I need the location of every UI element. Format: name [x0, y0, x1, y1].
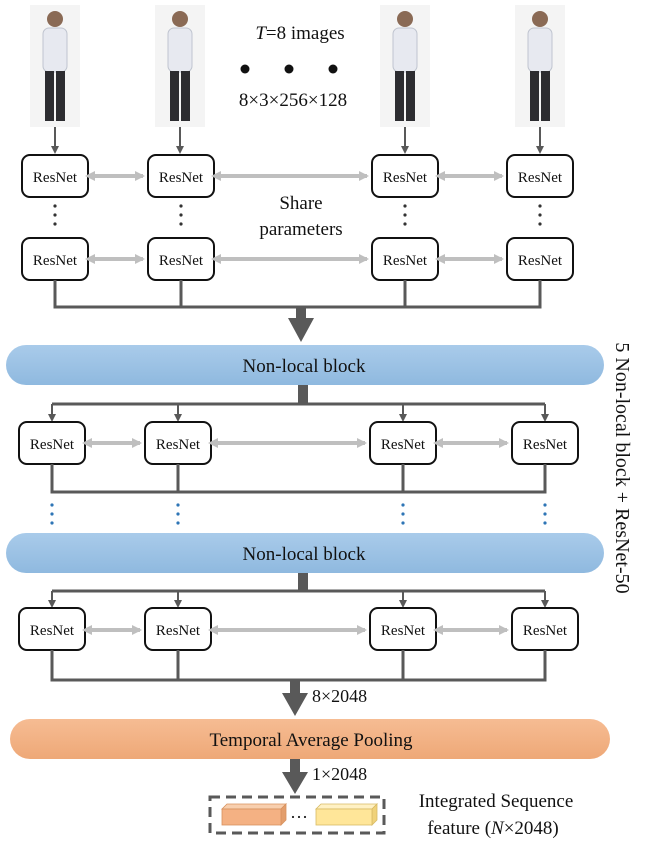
nonlocal-block-2: [6, 533, 604, 573]
nonlocal-label: Non-local block: [243, 544, 366, 565]
output-caption-line2: feature (N×2048): [427, 818, 559, 839]
pooling-label: Temporal Average Pooling: [209, 730, 413, 751]
merge-connector-2: [50, 464, 547, 494]
side-label: 5 Non-local block + ResNet-50: [611, 342, 633, 593]
resnet-label: ResNet: [518, 253, 563, 269]
output-feature: ···: [208, 795, 386, 835]
resnet-row-1: ResNet ResNet ResNet ResNet: [21, 154, 574, 198]
resnet-label: ResNet: [30, 437, 75, 453]
feature-cube-orange: [221, 803, 287, 826]
post-pool-dims: 1×2048: [312, 764, 367, 784]
ellipsis-dots: [240, 64, 338, 74]
feature-ellipsis: ···: [290, 807, 308, 827]
nonlocal-stem: [298, 573, 308, 591]
pre-pool-dims: 8×2048: [312, 686, 367, 706]
resnet-label: ResNet: [518, 170, 563, 186]
share-label-line1: Share: [279, 193, 322, 214]
layer-dots: [53, 204, 542, 226]
down-arrow-icon: [282, 759, 308, 794]
resnet-label: ResNet: [523, 437, 568, 453]
resnet-label: ResNet: [156, 623, 201, 639]
resnet-row-3: ResNet ResNet ResNet ResNet: [18, 421, 579, 465]
output-caption-line1: Integrated Sequence: [419, 791, 574, 812]
resnet-label: ResNet: [159, 170, 204, 186]
person-frame-2: [155, 5, 205, 127]
person-frame-4: [515, 5, 565, 127]
down-arrow-icon: [282, 680, 308, 716]
resnet-label: ResNet: [381, 437, 426, 453]
resnet-label: ResNet: [383, 253, 428, 269]
person-frame-1: [30, 5, 80, 127]
input-shape-label: 8×3×256×128: [239, 90, 347, 111]
nonlocal-label: Non-local block: [243, 356, 366, 377]
merge-connector-3: [50, 650, 547, 682]
resnet-label: ResNet: [159, 253, 204, 269]
resnet-label: ResNet: [156, 437, 201, 453]
resnet-label: ResNet: [381, 623, 426, 639]
feature-dashed-frame: [208, 795, 386, 835]
resnet-row-4: ResNet ResNet ResNet ResNet: [18, 607, 579, 651]
input-arrows: [51, 127, 544, 154]
nonlocal-block-1: [6, 345, 604, 385]
temporal-average-pooling: [10, 719, 610, 759]
down-arrow-icon: [288, 307, 314, 342]
split-connector-2: [48, 589, 549, 608]
resnet-label: ResNet: [383, 170, 428, 186]
input-frames: [30, 5, 565, 127]
resnet-label: ResNet: [33, 253, 78, 269]
resnet-label: ResNet: [523, 623, 568, 639]
nonlocal-stem: [298, 385, 308, 404]
resnet-box: [506, 154, 574, 198]
resnet-label: ResNet: [33, 170, 78, 186]
frame-count-label: T=8 images: [255, 23, 344, 44]
resnet-row-2: ResNet ResNet ResNet ResNet: [21, 237, 574, 281]
resnet-label: ResNet: [30, 623, 75, 639]
share-label-line2: parameters: [259, 219, 342, 240]
person-frame-3: [380, 5, 430, 127]
repeat-dots: [50, 503, 547, 525]
split-connector-1: [48, 402, 549, 422]
feature-cube-yellow: [315, 803, 378, 826]
merge-connector-1: [53, 280, 542, 309]
